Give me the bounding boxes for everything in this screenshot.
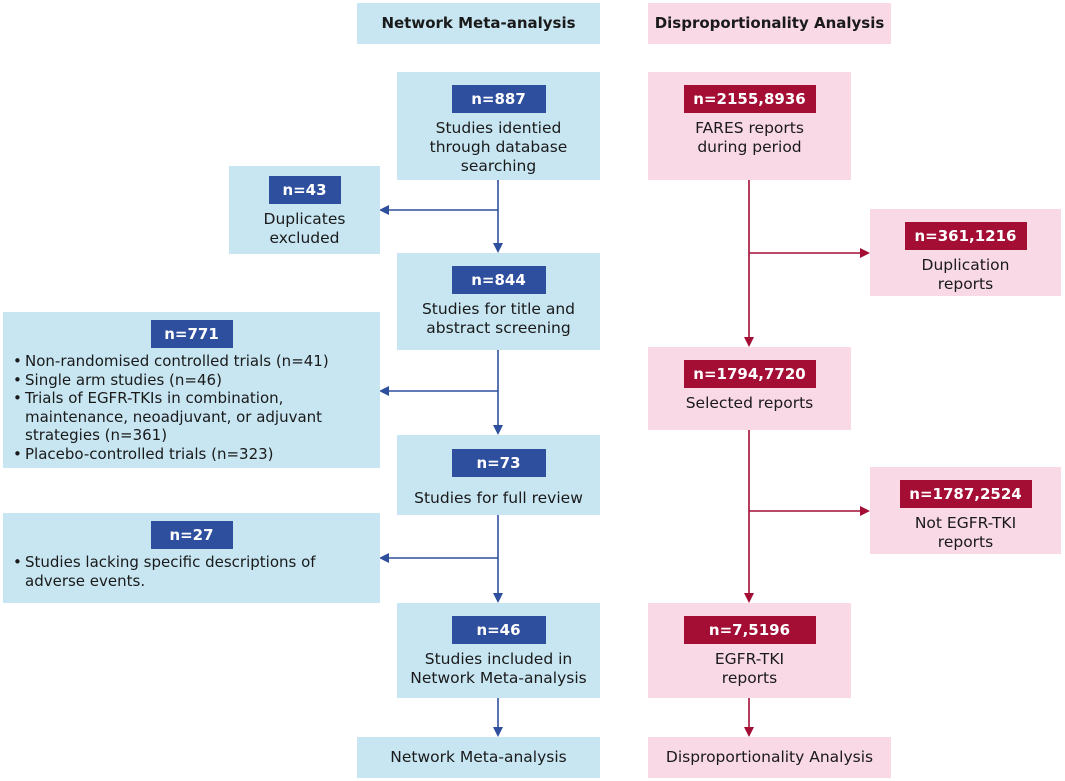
box-text-line: Duplication xyxy=(921,256,1010,274)
box-studies-included: n=46 Studies included in Network Meta-an… xyxy=(397,603,600,698)
box-text-line: searching xyxy=(460,157,537,175)
box-text-line: Studies identied xyxy=(435,119,562,137)
box-text-line: reports xyxy=(937,533,994,551)
box-egfr-tki-reports: n=7,5196 EGFR-TKI reports xyxy=(648,603,851,698)
box-text-line: abstract screening xyxy=(426,319,571,337)
count-badge: n=887 xyxy=(451,85,546,113)
box-text-line: Duplicates xyxy=(263,210,346,228)
box-duplication-reports: n=361,1216 Duplication reports xyxy=(870,209,1061,296)
box-text-line: Studies for full review xyxy=(414,489,583,507)
header-disproportionality-analysis: Disproportionality Analysis xyxy=(648,3,891,44)
box-not-egfr-tki-reports: n=1787,2524 Not EGFR-TKI reports xyxy=(870,467,1061,554)
count-badge: n=1794,7720 xyxy=(683,360,816,388)
header-right-label: Disproportionality Analysis xyxy=(654,14,885,32)
box-full-review: n=73 Studies for full review xyxy=(397,435,600,515)
count-badge: n=46 xyxy=(451,616,546,644)
list-item: Placebo-controlled trials (n=323) xyxy=(3,445,380,464)
count-badge: n=361,1216 xyxy=(904,222,1027,250)
box-excluded-screening: n=771 Non-randomised controlled trials (… xyxy=(3,312,380,468)
box-text-line: reports xyxy=(721,669,778,687)
list-item: Non-randomised controlled trials (n=41) xyxy=(3,352,380,371)
exclusion-list: Non-randomised controlled trials (n=41) … xyxy=(3,352,380,463)
count-badge: n=844 xyxy=(451,266,546,294)
box-text-line: Not EGFR-TKI xyxy=(914,514,1017,532)
box-text-line: Studies for title and xyxy=(421,300,576,318)
count-badge: n=2155,8936 xyxy=(683,85,816,113)
box-text-line: Studies included in xyxy=(424,650,573,668)
final-label: Network Meta-analysis xyxy=(390,748,567,766)
list-item-continued: maintenance, neoadjuvant, or adjuvant xyxy=(25,407,323,426)
list-item-continued: strategies (n=361) xyxy=(25,426,168,444)
header-network-meta-analysis: Network Meta-analysis xyxy=(357,3,600,44)
box-text-line: Network Meta-analysis xyxy=(410,669,587,687)
list-item: Studies lacking specific descriptions of xyxy=(3,553,380,572)
count-badge: n=771 xyxy=(150,320,233,348)
right-arrows xyxy=(744,180,870,737)
count-badge: n=43 xyxy=(268,176,341,204)
box-text-line: reports xyxy=(937,275,994,293)
final-label: Disproportionality Analysis xyxy=(665,748,874,766)
list-item: Single arm studies (n=46) xyxy=(3,371,380,390)
box-final-network-meta-analysis: Network Meta-analysis xyxy=(357,737,600,778)
exclusion-list: Studies lacking specific descriptions of… xyxy=(3,553,380,590)
box-text-line: Selected reports xyxy=(685,394,814,412)
count-badge: n=27 xyxy=(150,521,233,549)
list-item-continued: adverse events. xyxy=(25,571,146,590)
header-left-label: Network Meta-analysis xyxy=(381,14,576,32)
box-text-line: during period xyxy=(697,138,802,156)
count-badge: n=7,5196 xyxy=(683,616,816,644)
list-item: Trials of EGFR-TKIs in combination, xyxy=(3,389,380,408)
box-text-line: through database xyxy=(429,138,568,156)
box-final-disproportionality-analysis: Disproportionality Analysis xyxy=(648,737,891,778)
box-studies-identified: n=887 Studies identied through database … xyxy=(397,72,600,180)
count-badge: n=73 xyxy=(451,449,546,477)
left-arrows xyxy=(379,180,503,737)
box-fares-reports: n=2155,8936 FARES reports during period xyxy=(648,72,851,180)
count-badge: n=1787,2524 xyxy=(899,480,1032,508)
box-excluded-full-review: n=27 Studies lacking specific descriptio… xyxy=(3,513,380,603)
box-text-line: FARES reports xyxy=(695,119,804,137)
box-text-line: excluded xyxy=(269,229,340,247)
box-text-line: EGFR-TKI xyxy=(714,650,785,668)
box-duplicates-excluded: n=43 Duplicates excluded xyxy=(229,166,380,254)
box-title-abstract-screening: n=844 Studies for title and abstract scr… xyxy=(397,253,600,350)
box-selected-reports: n=1794,7720 Selected reports xyxy=(648,347,851,430)
